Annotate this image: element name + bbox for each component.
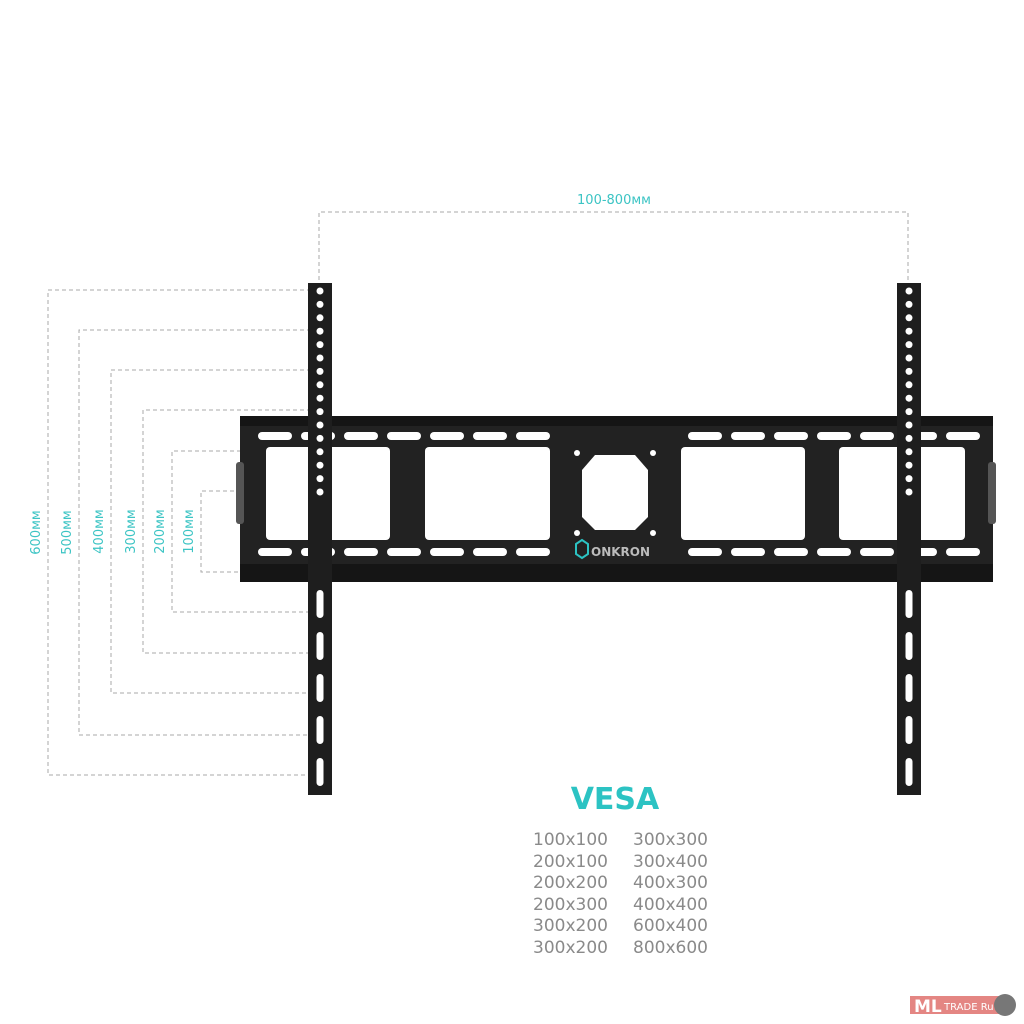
plate-slot bbox=[817, 432, 851, 440]
rail-slot bbox=[316, 632, 324, 660]
rail-slot bbox=[905, 674, 913, 702]
rail-slot bbox=[905, 716, 913, 744]
plate-slot bbox=[430, 432, 464, 440]
plate-slot bbox=[344, 432, 378, 440]
rail-hole bbox=[316, 448, 324, 456]
rail-hole bbox=[905, 421, 913, 429]
plate-slot bbox=[516, 432, 550, 440]
vesa-size: 100x100 bbox=[533, 830, 608, 850]
plate-slot bbox=[731, 548, 765, 556]
vesa-size: 200x200 bbox=[533, 873, 608, 893]
rail-hole bbox=[905, 461, 913, 469]
rail-hole bbox=[316, 341, 324, 349]
rail-hole bbox=[316, 367, 324, 375]
plate-slot bbox=[817, 548, 851, 556]
plate-slot bbox=[731, 432, 765, 440]
rail-hole bbox=[905, 408, 913, 416]
plate-slot bbox=[258, 548, 292, 556]
rail-hole bbox=[316, 287, 324, 295]
plate-slot bbox=[473, 548, 507, 556]
watermark-text: TRADE Ru bbox=[943, 1002, 994, 1013]
rail-hole bbox=[905, 354, 913, 362]
plate-slot bbox=[688, 432, 722, 440]
svg-text:ML: ML bbox=[914, 997, 942, 1017]
plate-slot bbox=[774, 432, 808, 440]
height-label: 500мм bbox=[60, 510, 75, 554]
rail-hole bbox=[316, 327, 324, 335]
plate-slot bbox=[860, 548, 894, 556]
rail-hole bbox=[316, 314, 324, 322]
rail-hole bbox=[316, 394, 324, 402]
height-label: 300мм bbox=[124, 509, 139, 553]
plate-slot bbox=[774, 548, 808, 556]
rail-hole bbox=[905, 327, 913, 335]
vesa-size: 800x600 bbox=[633, 937, 708, 958]
vesa-list-col1: 100x100 200x100 200x200 200x300 300x200 … bbox=[533, 830, 608, 959]
plate-slot bbox=[946, 548, 980, 556]
rail-slot bbox=[316, 758, 324, 786]
rail-slot bbox=[905, 758, 913, 786]
plate-slot bbox=[473, 432, 507, 440]
rail-hole bbox=[316, 300, 324, 308]
vesa-size: 600x400 bbox=[633, 916, 708, 936]
rail-hole bbox=[316, 434, 324, 442]
height-label: 200мм bbox=[153, 509, 168, 553]
rail-hole bbox=[905, 434, 913, 442]
rail-hole bbox=[316, 461, 324, 469]
height-label: 600мм bbox=[29, 510, 44, 554]
rail-hole bbox=[905, 314, 913, 322]
plate-slot bbox=[387, 432, 421, 440]
rail-hole bbox=[905, 488, 913, 496]
height-label: 400мм bbox=[92, 509, 107, 553]
rail-slot bbox=[905, 632, 913, 660]
vesa-size: 200x300 bbox=[533, 894, 608, 915]
vesa-size: 300x200 bbox=[533, 916, 608, 936]
plate-slot bbox=[860, 432, 894, 440]
plate-slot bbox=[688, 548, 722, 556]
vesa-size: 200x100 bbox=[533, 851, 608, 872]
plate-slot bbox=[516, 548, 550, 556]
vesa-title: VESA bbox=[570, 782, 660, 817]
vesa-size: 400x400 bbox=[633, 894, 708, 915]
rail-slot bbox=[905, 590, 913, 618]
vesa-size: 300x400 bbox=[633, 851, 708, 872]
height-label: 100мм bbox=[182, 509, 197, 553]
rail-hole bbox=[905, 367, 913, 375]
vesa-size: 400x300 bbox=[633, 873, 708, 893]
onkron-logo: ONKRON bbox=[575, 538, 650, 560]
plate-slot bbox=[258, 432, 292, 440]
plate-slot bbox=[946, 432, 980, 440]
rail-slot bbox=[316, 674, 324, 702]
rail-hole bbox=[316, 354, 324, 362]
rail-hole bbox=[316, 488, 324, 496]
rail-hole bbox=[905, 300, 913, 308]
rail-hole bbox=[905, 394, 913, 402]
vesa-list-col2: 300x300 300x400 400x300 400x400 600x400 … bbox=[633, 830, 708, 959]
vesa-size: 300x300 bbox=[633, 830, 708, 850]
plate-slot bbox=[387, 548, 421, 556]
brand-logo-text: ONKRON bbox=[591, 545, 650, 559]
vesa-size: 300x200 bbox=[533, 937, 608, 958]
rail-slot bbox=[316, 590, 324, 618]
rail-hole bbox=[905, 448, 913, 456]
rail-hole bbox=[316, 408, 324, 416]
rail-hole bbox=[905, 381, 913, 389]
watermark: ML TRADE Ru bbox=[910, 994, 1016, 1017]
rail-hole bbox=[316, 475, 324, 483]
rail-hole bbox=[905, 287, 913, 295]
plate-slot bbox=[344, 548, 378, 556]
rail-hole bbox=[905, 475, 913, 483]
plate-slot bbox=[430, 548, 464, 556]
rail-hole bbox=[905, 341, 913, 349]
rail-hole bbox=[316, 381, 324, 389]
rail-hole bbox=[316, 421, 324, 429]
wall-mount-bracket: ONKRON bbox=[236, 283, 996, 795]
width-range-label: 100-800мм bbox=[577, 193, 651, 208]
rail-slot bbox=[316, 716, 324, 744]
